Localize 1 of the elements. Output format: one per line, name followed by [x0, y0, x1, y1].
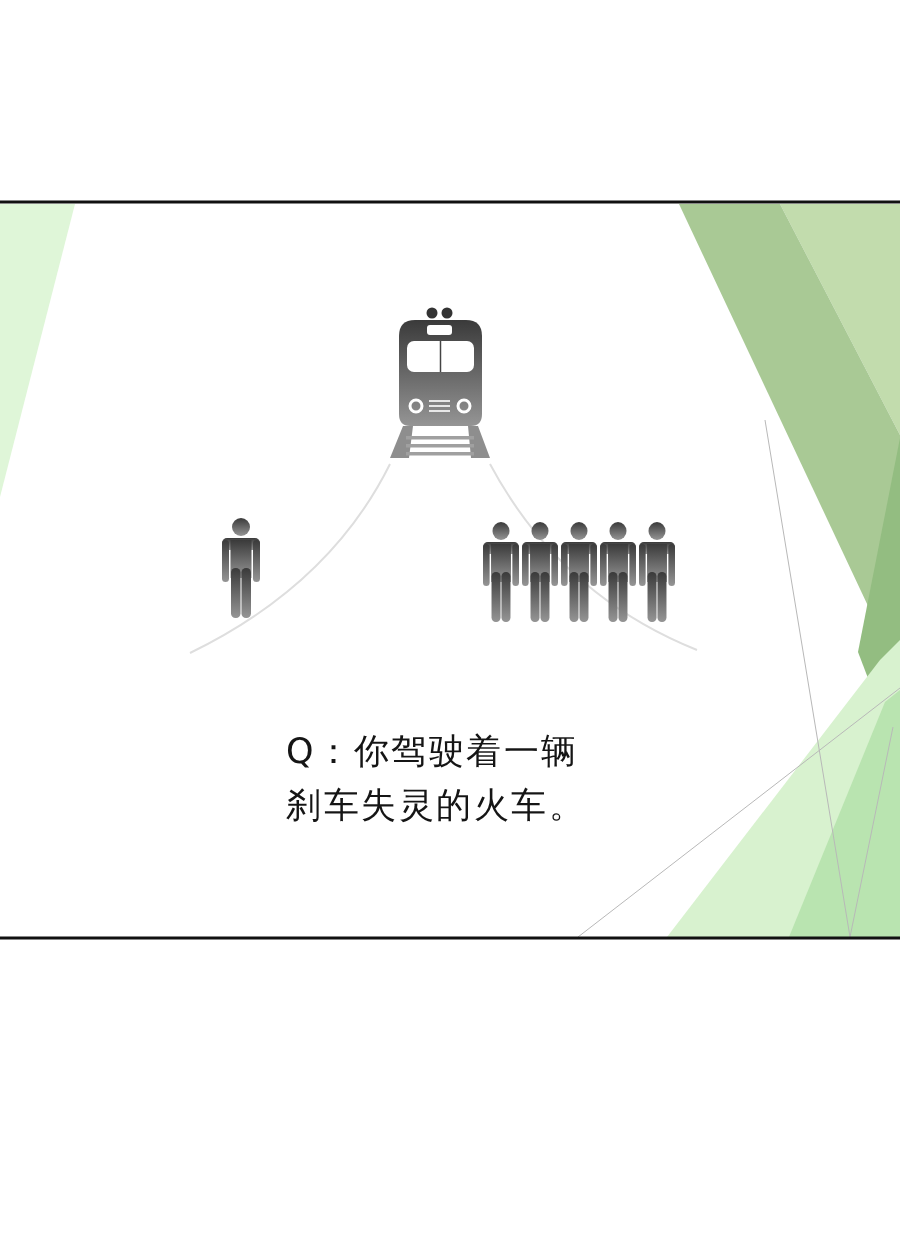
question-text: Q：你驾驶着一辆刹车失灵的火车。 — [286, 730, 587, 827]
